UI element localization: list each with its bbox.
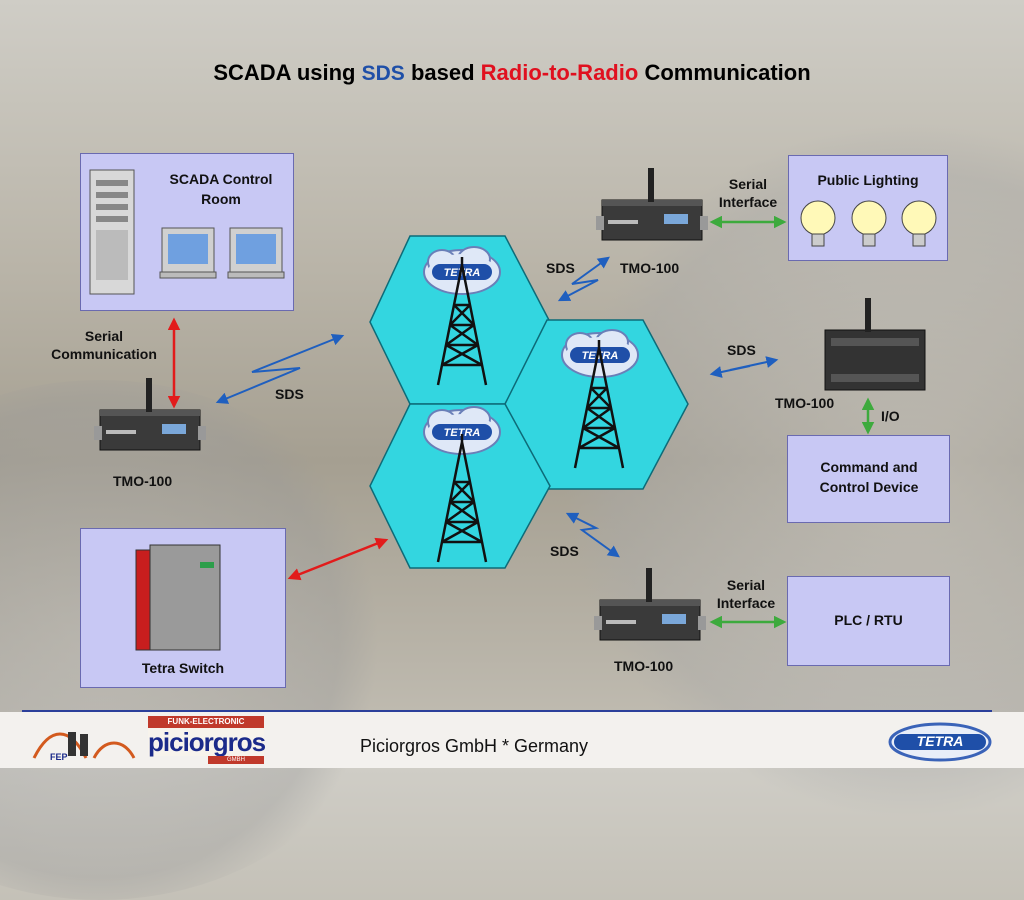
light-bulb-icon bbox=[901, 200, 937, 247]
monitor-icon bbox=[159, 227, 217, 279]
footer-company-text: Piciorgros GmbH * Germany bbox=[360, 736, 589, 756]
cell-hexagon-bottom bbox=[369, 403, 551, 569]
serial-communication-label: Serial Communication bbox=[51, 328, 157, 363]
tetra-cloud-text: TETRA bbox=[444, 267, 481, 279]
logo-main-text: piciorgros bbox=[148, 727, 266, 757]
io-label: I/O bbox=[881, 408, 900, 424]
sds-arrow-left bbox=[215, 333, 345, 404]
light-bulb-icon bbox=[851, 200, 887, 247]
tetra-switch-label: Tetra Switch bbox=[141, 660, 225, 676]
fep-logo: FEP bbox=[30, 724, 140, 764]
tetra-logo: TETRA bbox=[884, 720, 996, 764]
page-title: SCADA using SDS based Radio-to-Radio Com… bbox=[0, 60, 1024, 86]
tmo-100-modem-icon bbox=[824, 298, 926, 391]
tmo-100-modem-icon bbox=[595, 167, 709, 241]
fep-text: FEP bbox=[50, 752, 68, 762]
tetra-switch-cabinet-icon bbox=[135, 544, 221, 651]
tmo-100-modem-icon bbox=[593, 567, 707, 641]
server-tower-icon bbox=[89, 169, 135, 295]
tetra-logo-text: TETRA bbox=[916, 733, 964, 749]
command-device-box: Command and Control Device bbox=[787, 435, 950, 523]
diagram-graphics: TETRA TETRA TETRA bbox=[89, 167, 937, 651]
tmo-top-label: TMO-100 bbox=[620, 260, 680, 276]
title-part-sds: SDS bbox=[361, 62, 405, 85]
tmo-left-label: TMO-100 bbox=[113, 473, 173, 489]
tetra-switch-link-arrow bbox=[287, 537, 389, 581]
public-lighting-label: Public Lighting bbox=[817, 172, 919, 188]
monitor-icon bbox=[227, 227, 285, 279]
sds-arrow-bottom bbox=[565, 512, 620, 558]
command-device-label: Command and Control Device bbox=[819, 459, 919, 495]
logo-bottom-text: GMBH bbox=[208, 756, 264, 764]
serial-interface-bottom-label: Serial Interface bbox=[716, 577, 776, 612]
title-part-1: SCADA using bbox=[213, 60, 356, 85]
sds-arrow-right bbox=[709, 356, 779, 378]
logo-top-text: FUNK-ELECTRONIC bbox=[148, 716, 264, 728]
footer-divider bbox=[22, 710, 992, 712]
title-part-radio: Radio-to-Radio bbox=[480, 60, 639, 85]
sds-arrow-top bbox=[557, 256, 610, 302]
tmo-bottom-label: TMO-100 bbox=[614, 658, 674, 674]
scada-control-room-label: SCADA Control Room bbox=[169, 171, 273, 207]
light-bulb-icon bbox=[800, 200, 836, 247]
sds-right-label: SDS bbox=[727, 342, 756, 358]
title-part-5: Communication bbox=[644, 60, 811, 85]
title-part-3: based bbox=[410, 60, 475, 85]
plc-rtu-box: PLC / RTU bbox=[787, 576, 950, 666]
plc-rtu-label: PLC / RTU bbox=[834, 612, 903, 628]
piciorgros-logo: FUNK-ELECTRONIC piciorgros GMBH bbox=[148, 716, 266, 764]
serial-interface-top-label: Serial Interface bbox=[718, 176, 778, 211]
tetra-cloud-text: TETRA bbox=[444, 427, 481, 439]
tmo-100-modem-icon bbox=[93, 377, 207, 451]
tmo-right-label: TMO-100 bbox=[775, 395, 835, 411]
